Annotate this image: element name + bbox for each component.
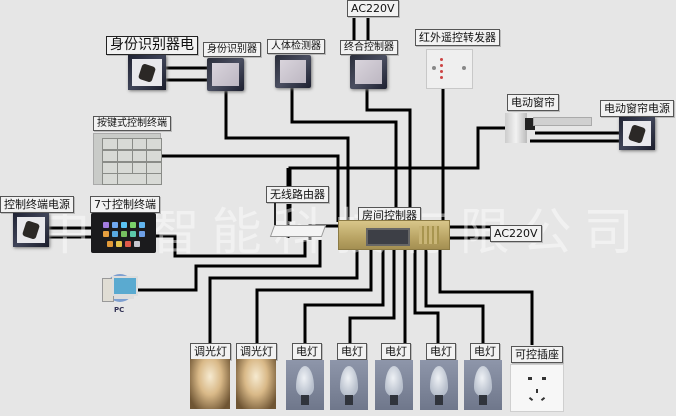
wire-controller-ac220 — [448, 225, 490, 240]
label-motorized-curtain: 电动窗帘 — [507, 94, 559, 111]
label-id-reader: 身份识别器 — [203, 42, 261, 57]
wire-ac220-integrated — [352, 18, 370, 42]
wire-idreader-controller — [224, 88, 350, 222]
wireless-router-device — [269, 203, 327, 241]
controller-keypad — [419, 226, 439, 244]
label-controllable-socket: 可控插座 — [511, 346, 563, 363]
tablet-terminal-device — [91, 213, 156, 253]
label-dimmer-light-1: 调光灯 — [190, 343, 231, 360]
light-3-image — [375, 360, 413, 410]
pc-label: PC — [114, 306, 125, 314]
id-reader-device — [207, 58, 244, 91]
ir-repeater-device — [426, 49, 473, 89]
label-integrated-controller: 终合控制器 — [340, 40, 398, 55]
wire-out-light5 — [424, 248, 485, 345]
integrated-controller-device — [350, 55, 387, 89]
label-ac220v-right: AC220V — [490, 225, 542, 242]
body-sensor-device — [275, 55, 311, 88]
wire-out-socket — [438, 248, 534, 345]
label-dimmer-light-2: 调光灯 — [236, 343, 277, 360]
label-light-1: 电灯 — [292, 343, 322, 360]
curtain-power-adapter — [619, 117, 655, 150]
wire-router-pc — [135, 240, 322, 292]
light-4-image — [420, 360, 458, 410]
label-light-4: 电灯 — [426, 343, 456, 360]
wire-tablet-router — [156, 234, 307, 258]
wire-out-light4 — [413, 248, 440, 345]
pc-icon — [100, 272, 138, 304]
controller-screen — [366, 228, 410, 246]
label-light-2: 电灯 — [337, 343, 367, 360]
light-1-image — [286, 360, 324, 410]
keypad-terminal-device — [93, 133, 162, 185]
light-5-image — [464, 360, 502, 410]
label-wireless-router: 无线路由器 — [266, 186, 329, 203]
dimmer-light-1-image — [190, 359, 230, 409]
label-light-3: 电灯 — [381, 343, 411, 360]
label-ir-repeater: 红外遥控转发器 — [415, 29, 500, 46]
room-controller-device — [338, 220, 450, 250]
antenna-icon — [274, 203, 276, 227]
controllable-socket-image — [510, 364, 564, 412]
wire-bodysensor-controller — [290, 88, 398, 222]
wire-integrated-controller — [365, 88, 412, 222]
wire-idpower-idreader — [166, 66, 208, 82]
label-tablet-terminal: 7寸控制终端 — [90, 196, 160, 213]
wire-curtainpower-curtain — [530, 131, 620, 143]
label-ac220v-top: AC220V — [347, 0, 399, 17]
wire-out-dimmer1 — [208, 248, 359, 345]
label-curtain-power: 电动窗帘电源 — [600, 100, 674, 117]
wire-out-dimmer2 — [255, 248, 373, 345]
label-body-sensor: 人体检测器 — [267, 39, 325, 54]
id-reader-power-adapter — [128, 55, 166, 90]
light-2-image — [330, 360, 368, 410]
wire-out-light2 — [348, 248, 396, 345]
dimmer-light-2-image — [236, 359, 276, 409]
wire-keypad-controller — [160, 154, 340, 222]
label-terminal-power: 控制终端电源 — [0, 196, 74, 213]
label-keypad-terminal: 按键式控制终端 — [93, 116, 171, 131]
terminal-power-adapter — [13, 213, 49, 247]
label-id-reader-power: 身份识别器电 — [106, 36, 198, 55]
motorized-curtain-device — [505, 113, 592, 143]
label-light-5: 电灯 — [470, 343, 500, 360]
wire-termpower-tablet — [48, 226, 92, 239]
wire-out-light1 — [303, 248, 385, 345]
